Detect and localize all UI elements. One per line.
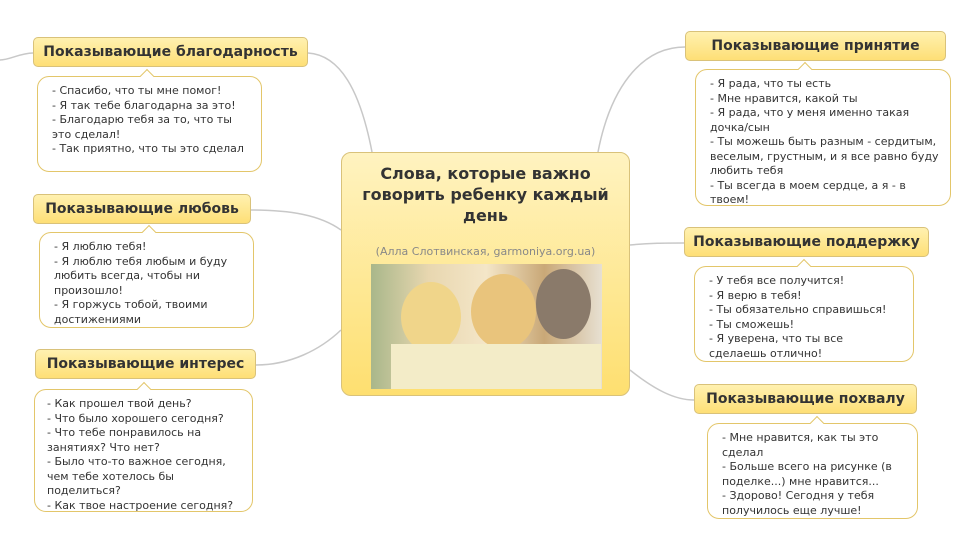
callout-item: - Мне нравится, как ты это сделал <box>722 431 879 459</box>
callout-acceptance: - Я рада, что ты есть - Мне нравится, ка… <box>695 69 951 206</box>
callout-item: - Ты сможешь! <box>709 317 795 331</box>
callout-item: - Так приятно, что ты это сделал <box>52 142 244 155</box>
callout-item: - Ты обязательно справишься! <box>709 303 887 316</box>
callout-item: - Ты всегда в моем сердце, а я - в твоем… <box>710 178 906 207</box>
callout-support: - У тебя все получится! - Я верю в тебя!… <box>694 266 914 362</box>
callout-item: - Я люблю тебя любым и буду любить всегд… <box>54 254 228 297</box>
callout-interest: - Как прошел твой день? - Что было хорош… <box>34 389 253 512</box>
callout-item: - Я уверена, что ты все сделаешь отлично… <box>709 332 844 360</box>
topic-acceptance[interactable]: Показывающие принятие <box>685 31 946 61</box>
callout-item: - Я горжусь тобой, твоими достижениями <box>54 298 208 326</box>
topic-gratitude[interactable]: Показывающие благодарность <box>33 37 308 67</box>
callout-item: - Я люблю тебя! <box>54 240 147 253</box>
callout-item: - Я рада, что ты есть <box>710 77 832 90</box>
topic-praise[interactable]: Показывающие похвалу <box>694 384 917 414</box>
callout-item: - Я верю в тебя! <box>709 288 802 302</box>
callout-gratitude: - Спасибо, что ты мне помог! - Я так теб… <box>37 76 262 172</box>
central-title: Слова, которые важно говорить ребенку ка… <box>362 164 609 225</box>
callout-item: - Было что-то важное сегодня, чем тебе х… <box>47 455 226 497</box>
topic-love[interactable]: Показывающие любовь <box>33 194 251 224</box>
callout-item: - Ты можешь быть разным - сердитым, весе… <box>710 135 939 177</box>
callout-item: - Что было хорошего сегодня? <box>47 411 224 425</box>
callout-item: - Я так тебе благодарна за это! <box>52 98 236 112</box>
callout-item: - Как твое настроение сегодня? <box>47 498 234 512</box>
callout-item: - Благодарю тебя за то, что ты это сдела… <box>52 113 232 141</box>
callout-item: - Как прошел твой день? <box>47 397 192 410</box>
callout-item: - У тебя все получится! <box>709 274 845 287</box>
callout-item: - Больше всего на рисунке (в поделке...)… <box>722 460 892 488</box>
topic-interest[interactable]: Показывающие интерес <box>35 349 256 379</box>
callout-item: - Спасибо, что ты мне помог! <box>52 84 222 97</box>
callout-item: - Здорово! Сегодня у тебя получилось еще… <box>722 489 875 517</box>
topic-support[interactable]: Показывающие поддержку <box>684 227 929 257</box>
callout-love: - Я люблю тебя! - Я люблю тебя любым и б… <box>39 232 254 328</box>
central-subtitle: (Алла Слотвинская, garmoniya.org.ua) <box>375 245 596 258</box>
family-photo <box>371 264 602 389</box>
callout-item: - Мне нравится, какой ты <box>710 91 858 105</box>
central-node[interactable]: Слова, которые важно говорить ребенку ка… <box>341 152 630 396</box>
callout-item: - Что тебе понравилось на занятиях? Что … <box>47 426 202 454</box>
callout-praise: - Мне нравится, как ты это сделал - Боль… <box>707 423 918 519</box>
callout-item: - Я рада, что у меня именно такая дочка/… <box>710 106 910 134</box>
